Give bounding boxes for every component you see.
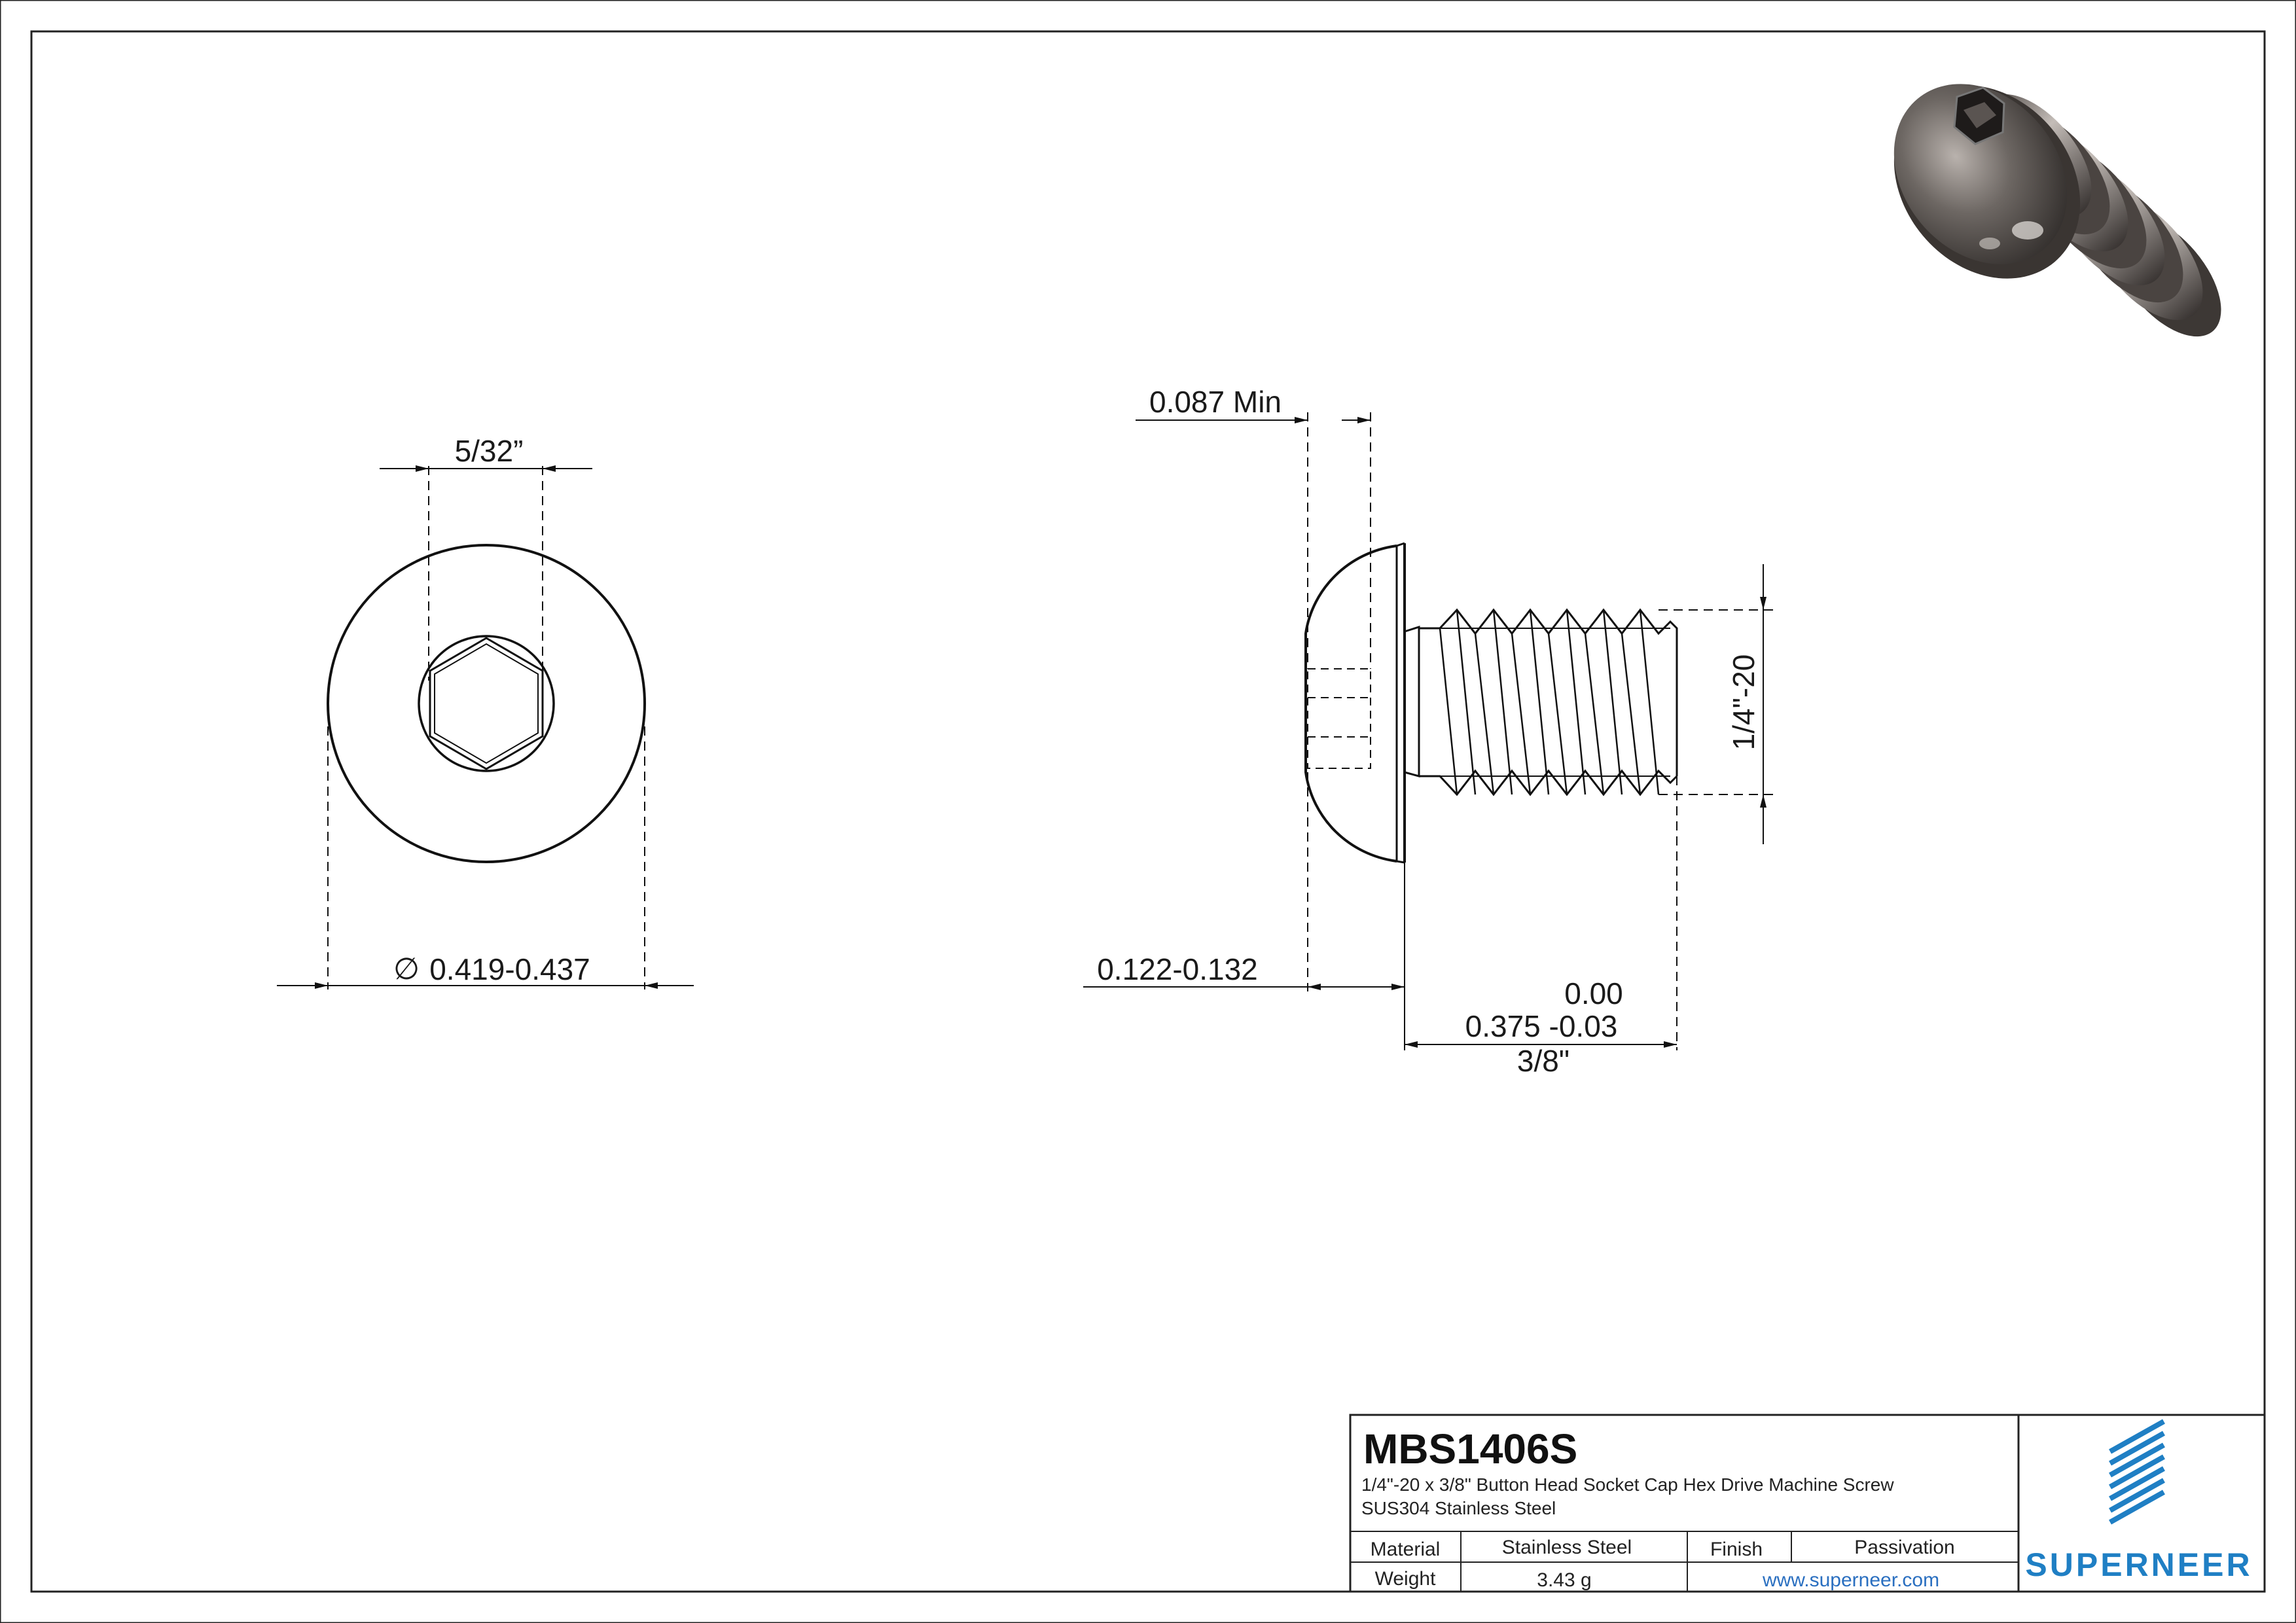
head-height-label: 0.122-0.132 [1097,952,1258,986]
render-hex-socket-floor [1964,102,1996,128]
socket-circle [418,635,555,772]
weight-label: Weight [1375,1568,1436,1590]
title-block [1349,1414,2266,1593]
head-bottom-cap [1396,860,1405,864]
hex-socket [429,637,544,770]
front-view [277,465,694,990]
screw-3d-render [1893,84,2221,337]
part-number: MBS1406S [1363,1425,1577,1472]
thread-flanks [1439,609,1660,795]
button-head-dome [1304,544,1397,863]
socket-depth-label: 0.087 Min [1149,385,1282,419]
length-tolerance-upper: 0.00 [1564,976,1623,1010]
render-highlight-2 [1979,238,2000,249]
head-outline [327,544,646,863]
material-label: Material [1371,1539,1441,1560]
hex-socket-inner [434,643,539,764]
website-link[interactable]: www.superneer.com [1762,1569,1939,1591]
head-top-cap [1396,542,1405,547]
shank-neck [1404,625,1420,777]
material-value: Stainless Steel [1502,1537,1632,1558]
brand-name: SUPERNEER [2025,1546,2252,1583]
length-fraction-label: 3/8" [1517,1044,1570,1078]
length-nominal-label: 0.375 -0.03 [1465,1009,1618,1043]
inner-border [30,30,2266,1593]
side-view [1083,412,1775,1050]
head-diameter-label: 0.419-0.437 [429,952,590,986]
hidden-socket [1307,668,1371,769]
diameter-symbol: ∅ [393,952,420,986]
part-description: 1/4"-20 x 3/8" Button Head Socket Cap He… [1361,1474,1894,1495]
finish-label: Finish [1710,1539,1763,1560]
title-block-frame [1349,1414,2266,1593]
thread-bottom-profile [1419,769,1678,796]
finish-value: Passivation [1854,1537,1954,1558]
render-highlight [2012,221,2043,240]
weight-value: 3.43 g [1537,1569,1591,1591]
render-head-dome [1893,84,2068,264]
material-spec-line: SUS304 Stainless Steel [1361,1498,1556,1518]
superneer-stripes-logo [2109,1419,2165,1525]
thread-spec-label: 1/4"-20 [1727,654,1761,751]
hex-size-label: 5/32” [455,434,524,468]
